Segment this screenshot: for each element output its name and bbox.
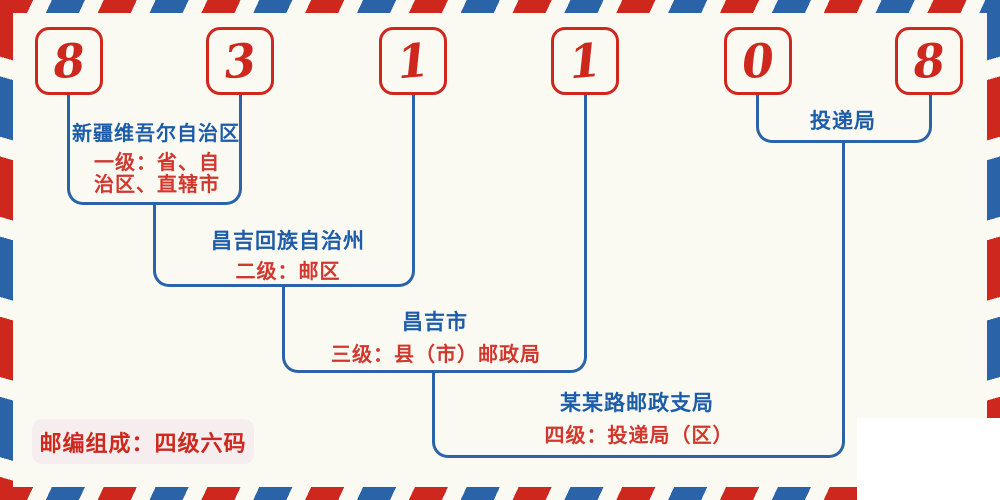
- airmail-border-left: [0, 0, 13, 500]
- bracket-level-2: [153, 205, 415, 287]
- level-4-description: 四级：投递局（区）: [544, 425, 734, 447]
- digit-value: 0: [739, 32, 777, 90]
- digit-box-2: 3: [206, 27, 274, 95]
- bracket-level-4: [432, 373, 845, 458]
- level-4-region-name: 某某路邮政支局: [560, 391, 714, 415]
- digit-box-5: 0: [724, 27, 792, 95]
- level-2-description: 二级：邮区: [235, 261, 341, 283]
- bracket-delivery-office: [756, 95, 932, 143]
- postal-code-composition-label: 邮编组成：四级六码: [39, 430, 247, 456]
- airmail-border-bottom: [0, 487, 1000, 500]
- delivery-office-label: 投递局: [810, 109, 876, 133]
- airmail-border-top: [0, 0, 1000, 13]
- postal-code-composition-badge: 邮编组成：四级六码: [32, 419, 254, 464]
- level-3-description: 三级：县（市）邮政局: [331, 344, 541, 366]
- connector-digit4: [584, 95, 587, 287]
- digit-value: 8: [910, 32, 948, 90]
- digit-box-4: 1: [551, 27, 619, 95]
- connector-digit3: [412, 95, 415, 205]
- digit-value: 3: [221, 32, 259, 90]
- level-3-region-name: 昌吉市: [402, 310, 468, 334]
- level-1-description-line-1: 一级：省、自: [94, 152, 220, 174]
- level-2-region-name: 昌吉回族自治州: [211, 229, 365, 253]
- bracket-level-3: [282, 287, 587, 373]
- digit-value: 1: [566, 32, 604, 90]
- watermark-cover-patch: [857, 418, 1000, 500]
- digit-box-6: 8: [895, 27, 963, 95]
- digit-box-3: 1: [379, 27, 447, 95]
- digit-box-1: 8: [35, 27, 103, 95]
- level-1-description-line-2: 治区、直辖市: [94, 174, 220, 196]
- digit-value: 1: [394, 32, 432, 90]
- airmail-border-right: [987, 0, 1000, 500]
- digit-value: 8: [50, 32, 88, 90]
- connector-delivery-stem: [842, 140, 845, 373]
- bracket-level-1: [67, 95, 242, 205]
- level-1-region-name: 新疆维吾尔自治区: [72, 123, 240, 145]
